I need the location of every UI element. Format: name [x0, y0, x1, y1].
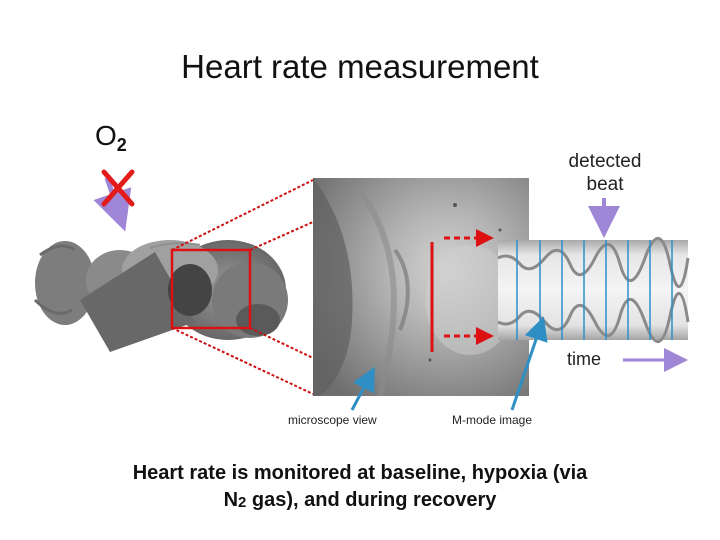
caption-line1: Heart rate is monitored at baseline, hyp… — [132, 462, 588, 484]
time-label: time — [567, 349, 602, 369]
oxygen-subscript: 2 — [116, 135, 127, 155]
oxygen-arrow-icon — [93, 177, 132, 232]
mmode-image-label: M-mode image — [452, 413, 533, 427]
caption: Heart rate is monitored at baseline, hyp… — [80, 460, 640, 516]
caption-subscript: 2 — [238, 494, 247, 511]
caption-rest: gas), and during recovery — [246, 489, 497, 511]
detected-beat-label: detected beat — [555, 150, 655, 196]
blocked-x-icon — [101, 169, 135, 207]
oxygen-label: O2 — [95, 120, 127, 156]
microscope-view-image — [313, 178, 529, 396]
zoom-region-box — [170, 248, 252, 330]
detected-beat-line1: detected — [568, 151, 642, 172]
caption-line2: N2 gas), and during recovery — [80, 487, 640, 516]
mmode-image — [497, 236, 690, 344]
mmode-pointer-arrow-icon — [510, 316, 548, 411]
oxygen-symbol: O — [95, 120, 117, 151]
sampling-arrows — [444, 229, 494, 345]
page-title: Heart rate measurement — [181, 48, 539, 85]
caption-n: N — [223, 489, 239, 511]
zoom-lines — [171, 179, 314, 395]
microscope-view-label: microscope view — [288, 413, 377, 427]
microscope-pointer-arrow-icon — [350, 366, 375, 411]
detected-beat-line2: beat — [586, 174, 624, 195]
